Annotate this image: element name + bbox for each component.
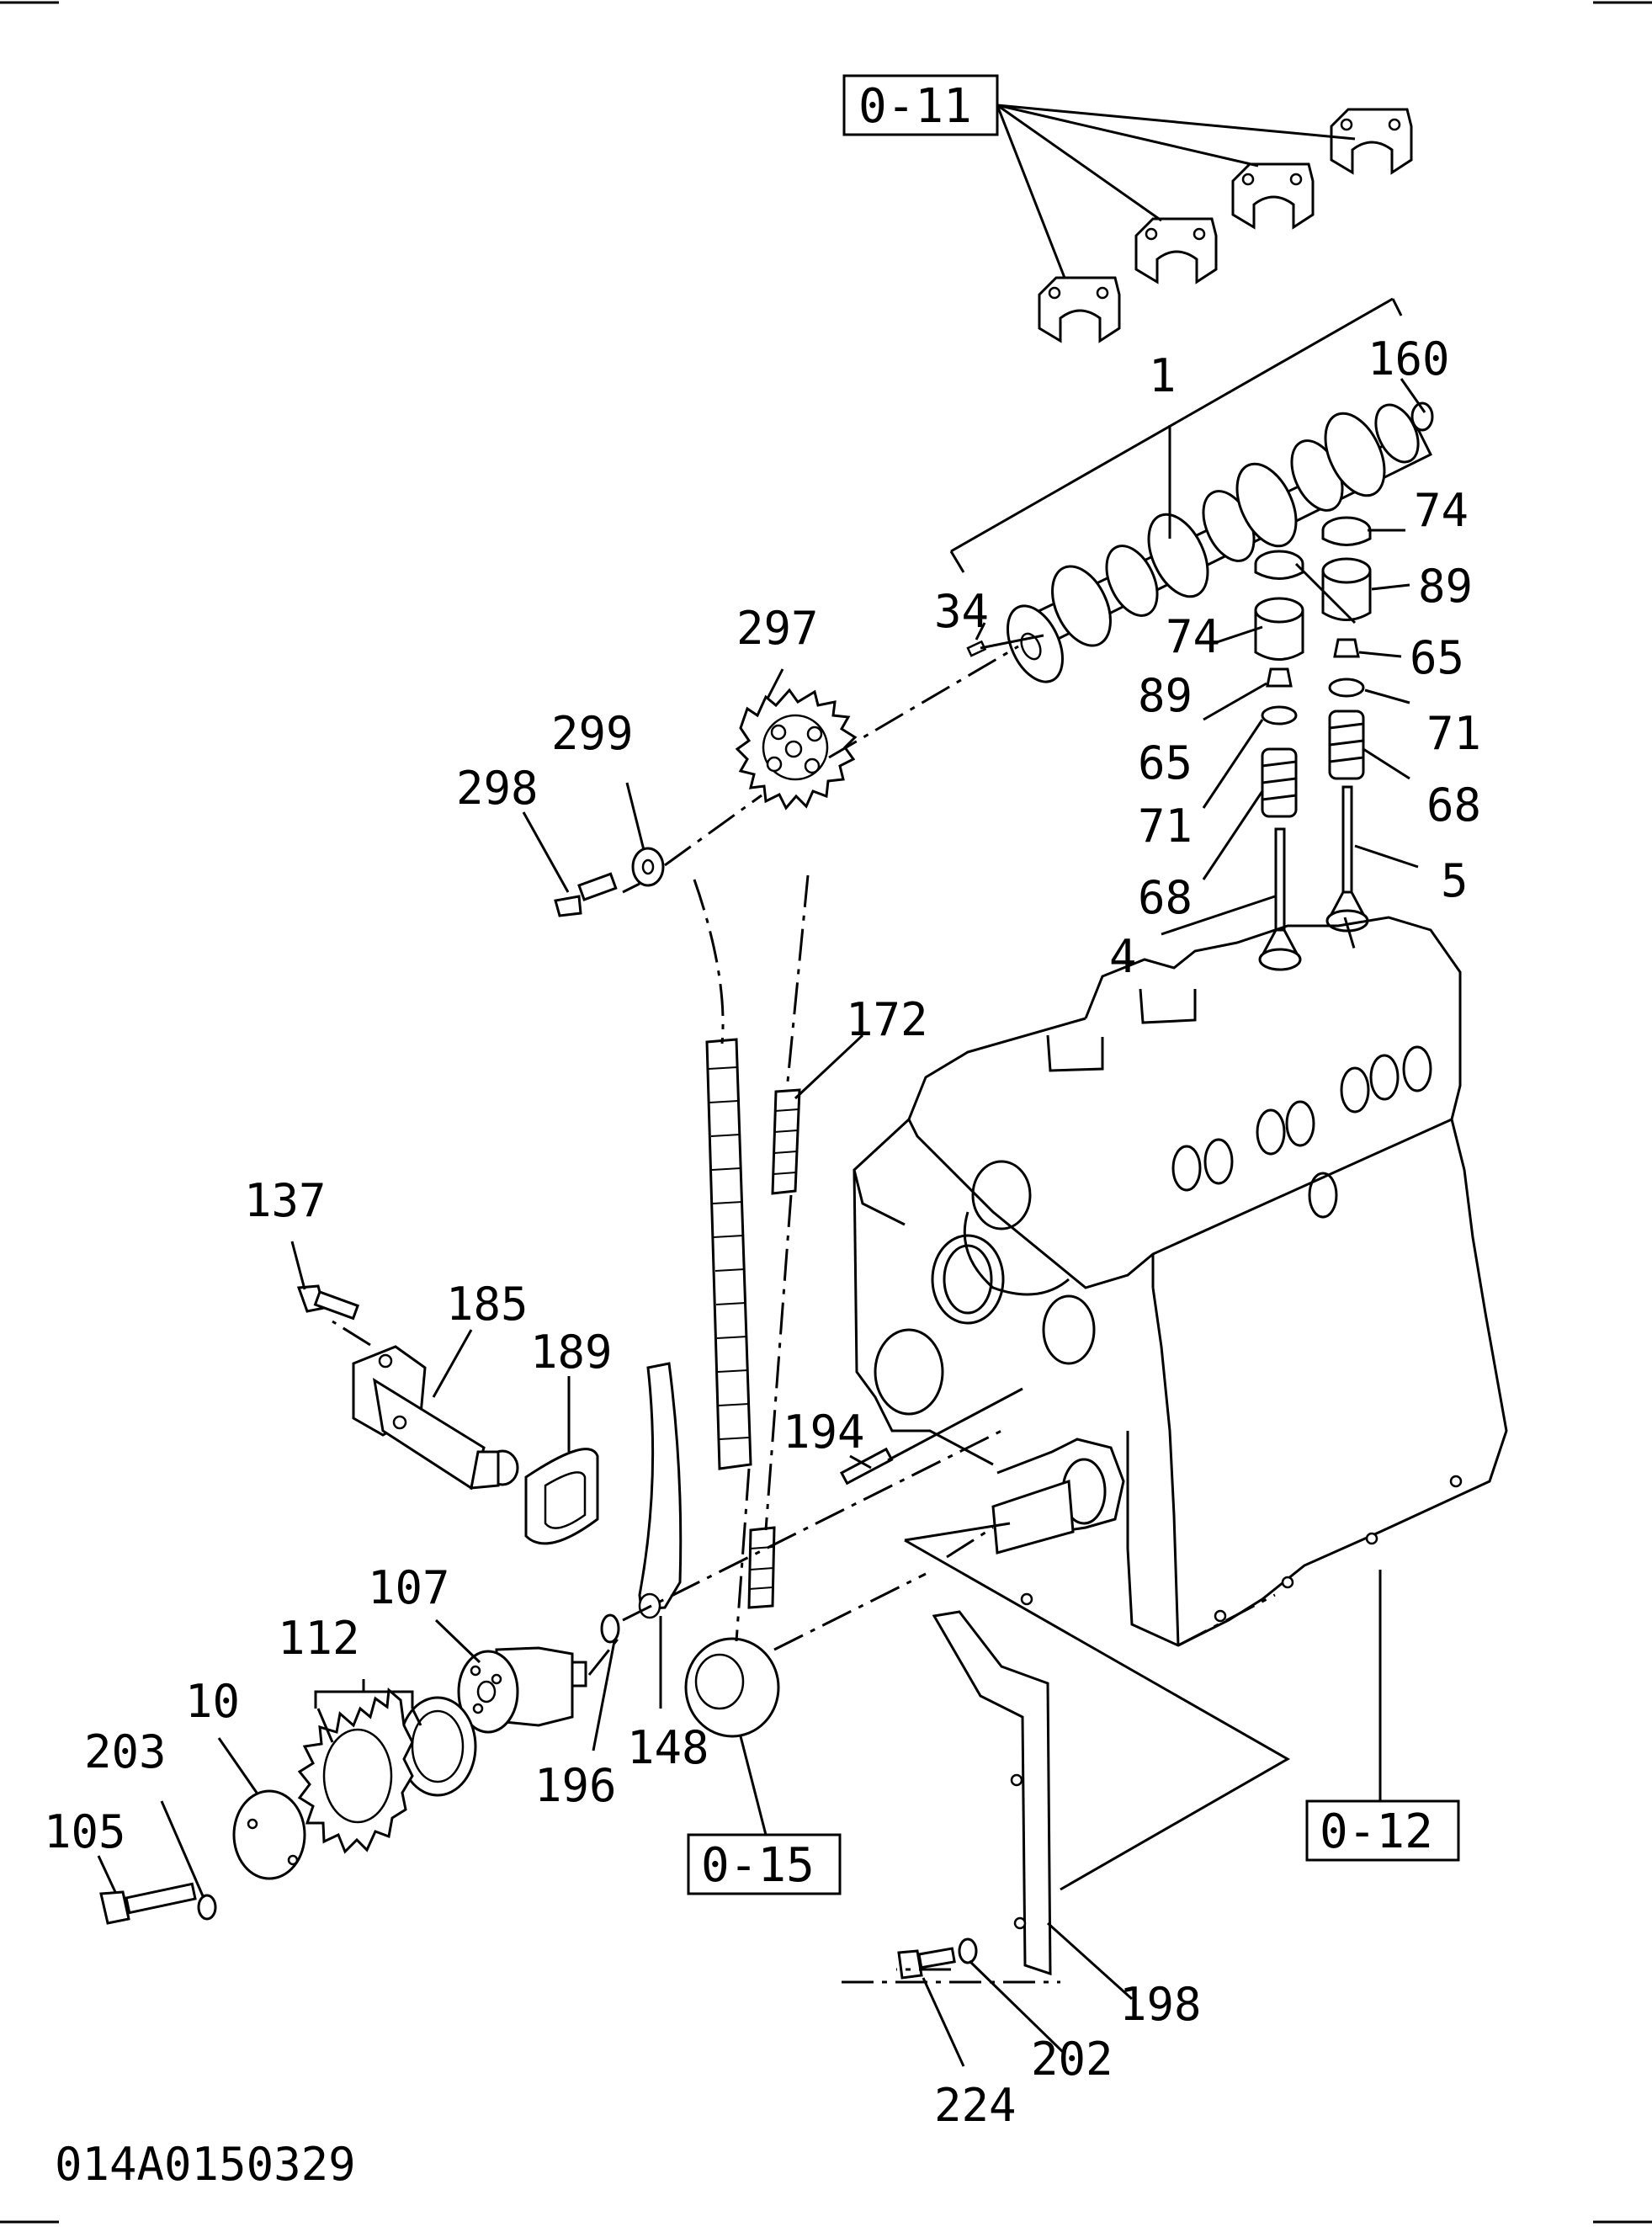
label-5: 5 <box>1441 854 1469 907</box>
label-185: 185 <box>446 1278 529 1331</box>
label-299: 299 <box>551 707 634 760</box>
label-105: 105 <box>44 1805 126 1858</box>
ref-box-0-11 <box>842 74 999 136</box>
ref-box-0-15 <box>687 1833 842 1895</box>
washer-203 <box>197 1894 217 1921</box>
label-203: 203 <box>84 1725 167 1778</box>
label-298: 298 <box>456 762 539 815</box>
label-202: 202 <box>1031 2033 1113 2086</box>
label-297: 297 <box>736 602 819 655</box>
thrust-plate-10 <box>232 1789 306 1880</box>
tensioner-bolt-137 <box>296 1284 360 1321</box>
label-74: 74 <box>1166 610 1220 663</box>
engine-block <box>853 916 1508 1647</box>
bolt-105 <box>99 1882 197 1925</box>
label-148: 148 <box>627 1721 709 1774</box>
label-89: 89 <box>1418 560 1473 613</box>
ref-0-11-leaders <box>996 104 1356 279</box>
label-10: 10 <box>185 1675 240 1728</box>
washer-299 <box>631 847 665 887</box>
snap-ring-196 <box>600 1613 620 1644</box>
assembly-lines <box>332 645 1357 1984</box>
label-198: 198 <box>1119 1978 1202 2031</box>
diagram-code: 014A0150329 <box>55 2138 356 2191</box>
cover-outline <box>904 1522 1291 1891</box>
label-34: 34 <box>934 585 989 638</box>
ref-0-15: 0-15 <box>701 1838 815 1893</box>
ref-0-11: 0-11 <box>858 79 972 134</box>
tensioner-185 <box>352 1345 519 1491</box>
label-160: 160 <box>1368 332 1450 385</box>
label-74: 74 <box>1414 484 1469 537</box>
chain-guide-148 <box>638 1362 683 1619</box>
valve-train <box>1254 516 1372 971</box>
label-65: 65 <box>1138 736 1193 789</box>
key-34 <box>966 622 987 657</box>
label-107: 107 <box>368 1561 450 1614</box>
label-68: 68 <box>1138 871 1193 924</box>
crank-sprocket <box>684 1637 780 1738</box>
label-68: 68 <box>1426 779 1481 832</box>
label-112: 112 <box>278 1612 360 1665</box>
label-71: 71 <box>1138 800 1193 853</box>
label-194: 194 <box>783 1406 865 1459</box>
gasket-189 <box>524 1448 599 1545</box>
callout-leaders <box>97 378 1426 2067</box>
label-89: 89 <box>1138 669 1193 722</box>
ref-0-12: 0-12 <box>1320 1804 1433 1859</box>
label-189: 189 <box>530 1326 613 1379</box>
washer-202 <box>958 1937 978 1964</box>
camshaft <box>1007 401 1434 683</box>
label-71: 71 <box>1426 707 1481 760</box>
timing-chain <box>705 1038 801 1609</box>
camshaft-bracket <box>949 297 1403 573</box>
label-65: 65 <box>1410 631 1464 684</box>
cam-sprocket <box>735 688 858 811</box>
label-4: 4 <box>1109 930 1137 983</box>
camshaft-bearing-caps <box>1038 108 1413 343</box>
label-172: 172 <box>846 993 928 1046</box>
idler-gear-112 <box>297 1687 414 1854</box>
bolt-224 <box>897 1947 956 1980</box>
timing-cover-bracket <box>932 1610 1052 1976</box>
label-1: 1 <box>1149 349 1177 402</box>
label-137: 137 <box>244 1174 327 1227</box>
idler-shaft-107 <box>457 1646 587 1734</box>
part-labels: 1 160 74 89 74 34 297 65 89 71 299 298 6… <box>44 332 1481 2132</box>
label-224: 224 <box>934 2079 1017 2132</box>
label-196: 196 <box>534 1759 617 1812</box>
ref-box-0-12 <box>1305 1799 1460 1862</box>
bolt-298 <box>554 872 618 917</box>
